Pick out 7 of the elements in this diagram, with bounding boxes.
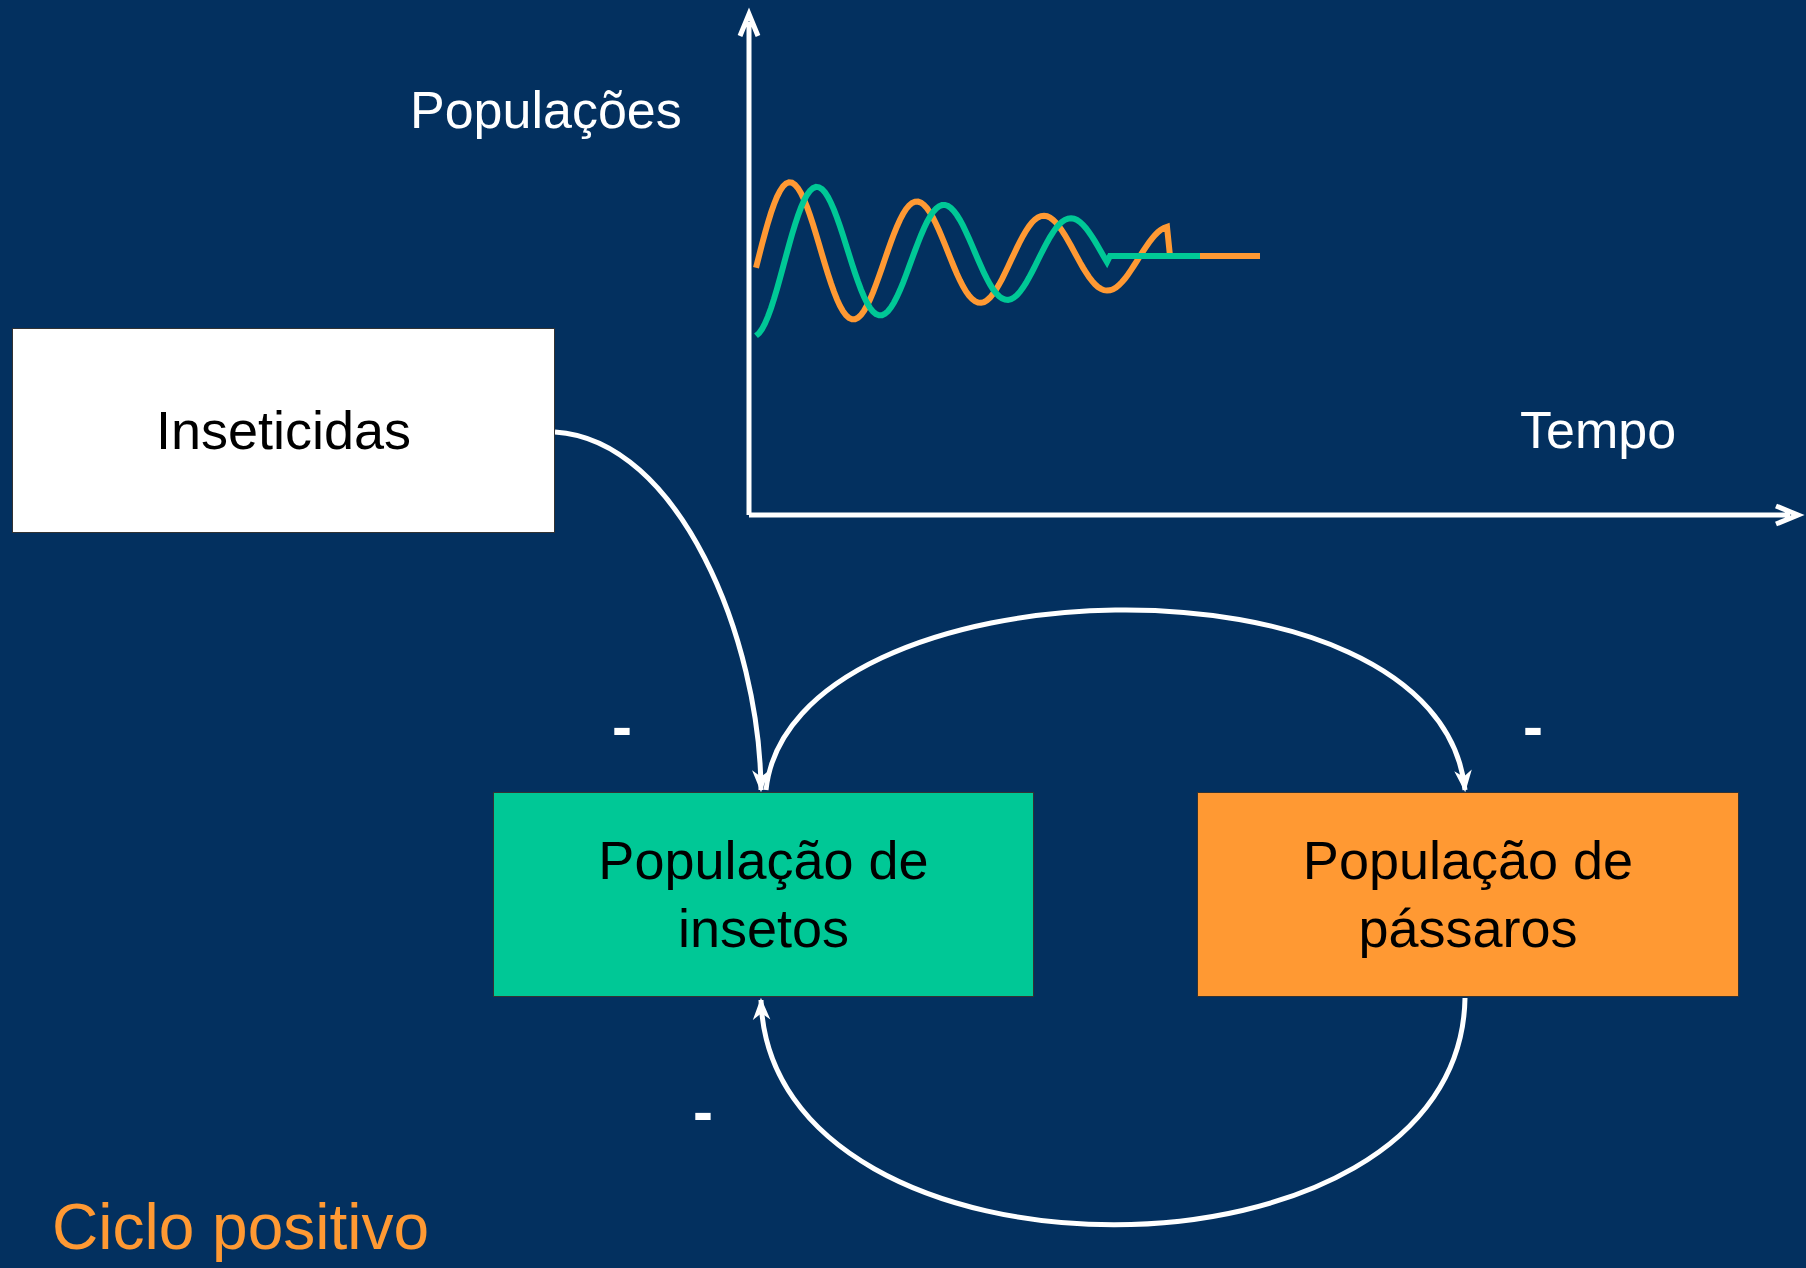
axis-label: Tempo	[1520, 400, 1677, 460]
note-text: Ciclo positivo	[52, 1190, 430, 1264]
factor-box: População de insetos	[493, 792, 1034, 997]
arrow	[554, 429, 769, 793]
factor-box: População de pássaros	[1197, 792, 1739, 997]
factor-box: Inseticidas	[12, 328, 555, 533]
axis-label: Populações	[410, 80, 682, 140]
